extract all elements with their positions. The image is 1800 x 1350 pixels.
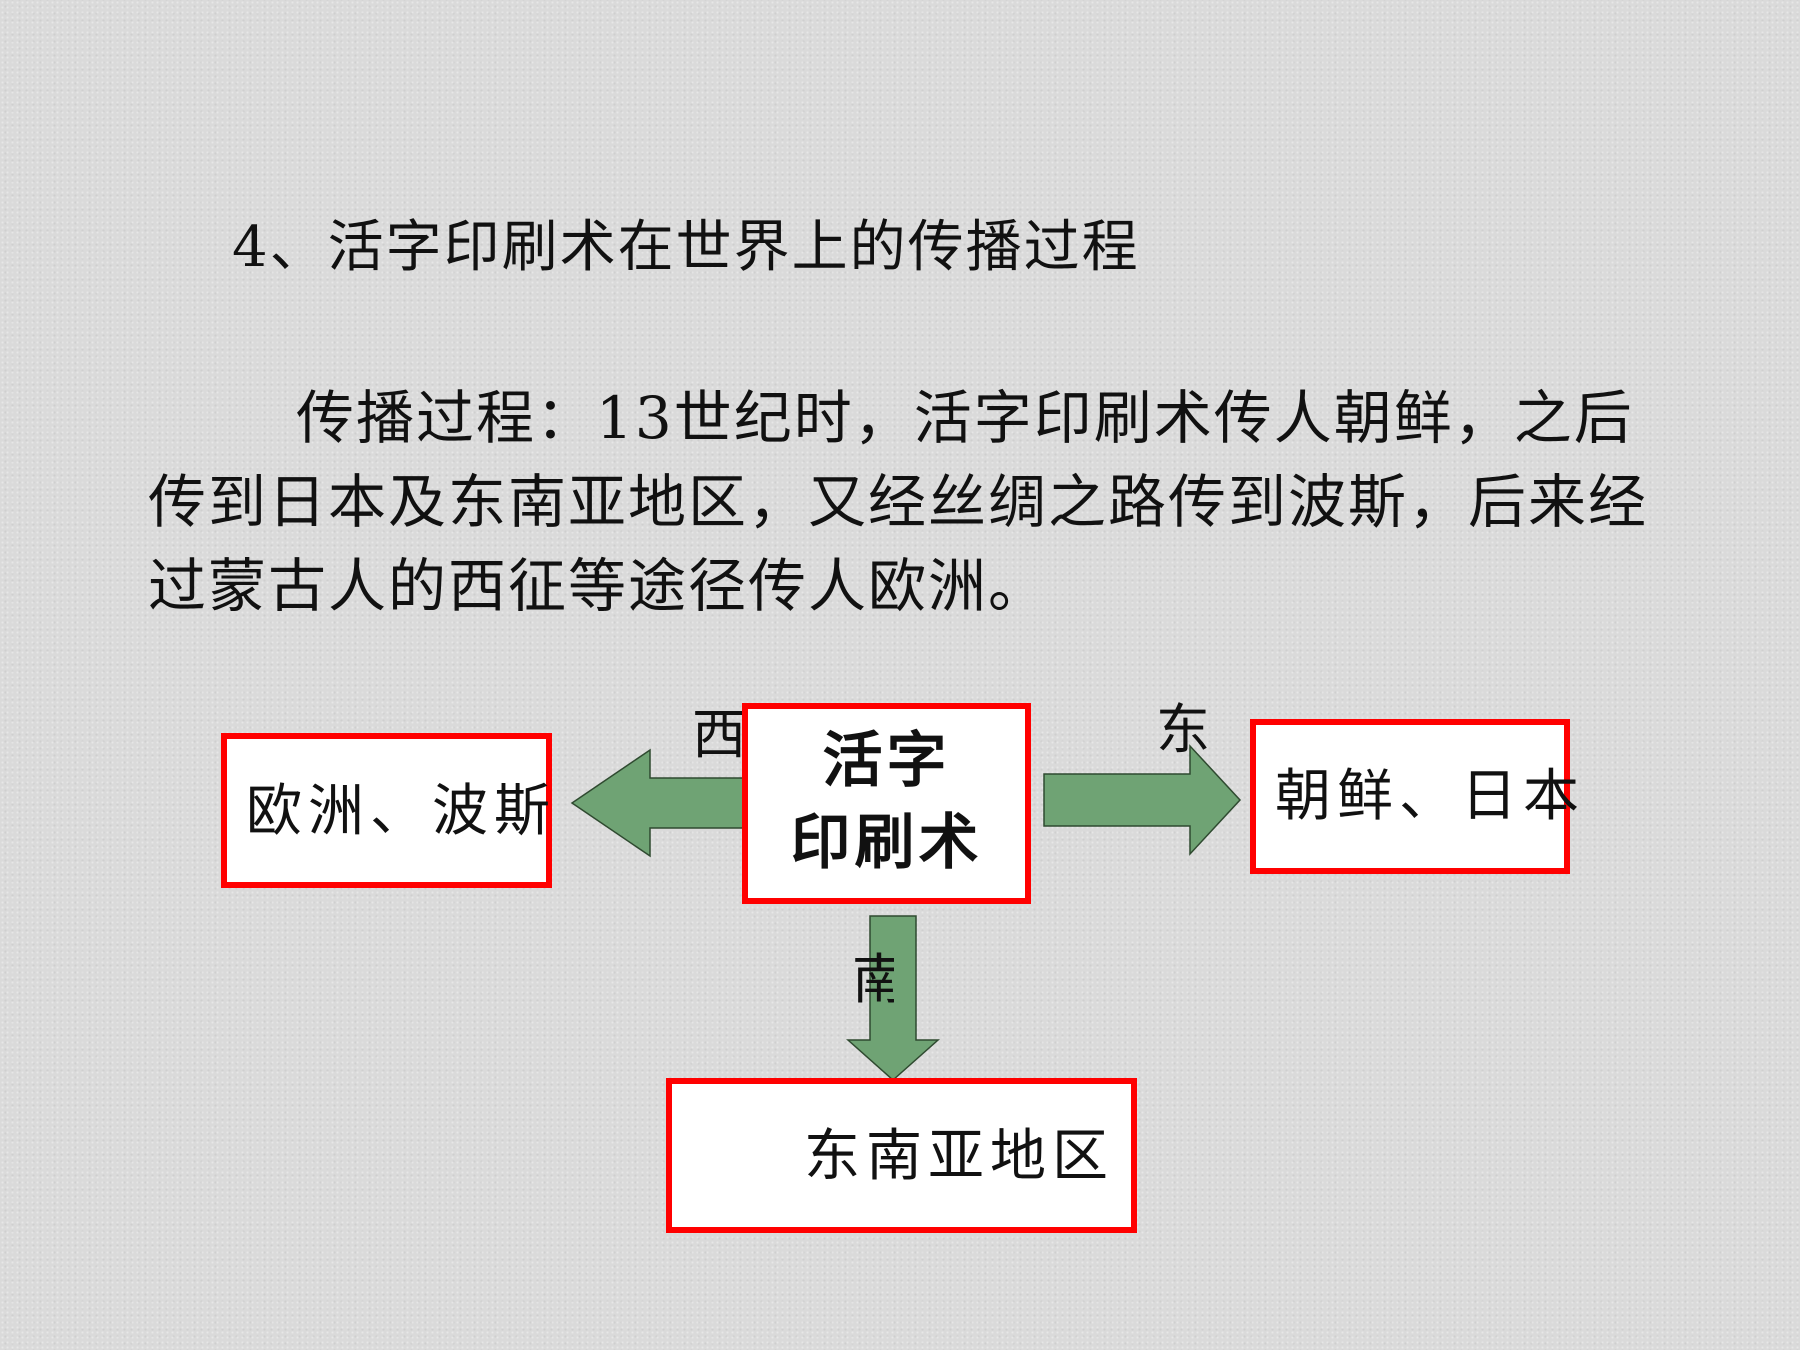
movable-type-printing-label: 活字 印刷术: [748, 720, 1025, 884]
slide-heading: 4、活字印刷术在世界上的传播过程: [232, 215, 1140, 280]
west-direction-label: 西: [692, 703, 746, 766]
east-direction-label: 东: [1156, 698, 1210, 761]
east-arrow: [1043, 744, 1242, 856]
center-label-line-2: 印刷术: [790, 808, 983, 878]
south-arrow: [846, 915, 940, 1082]
center-label-line-1: 活字: [822, 726, 951, 796]
south-destination-box: [666, 1078, 1137, 1233]
west-arrow: [570, 748, 746, 858]
west-destination-box: [221, 733, 552, 888]
movable-type-printing-box: [742, 703, 1031, 904]
east-destination-box: [1250, 719, 1570, 874]
east-destination-label: 朝鲜、日本: [1275, 764, 1585, 829]
west-destination-label: 欧洲、波斯: [246, 779, 556, 844]
propagation-paragraph: 传播过程：13世纪时，活字印刷术传人朝鲜，之后传到日本及东南亚地区，又经丝绸之路…: [148, 384, 1649, 620]
south-destination-label: 东南亚地区: [804, 1124, 1114, 1189]
south-direction-label: 南: [852, 950, 894, 1010]
